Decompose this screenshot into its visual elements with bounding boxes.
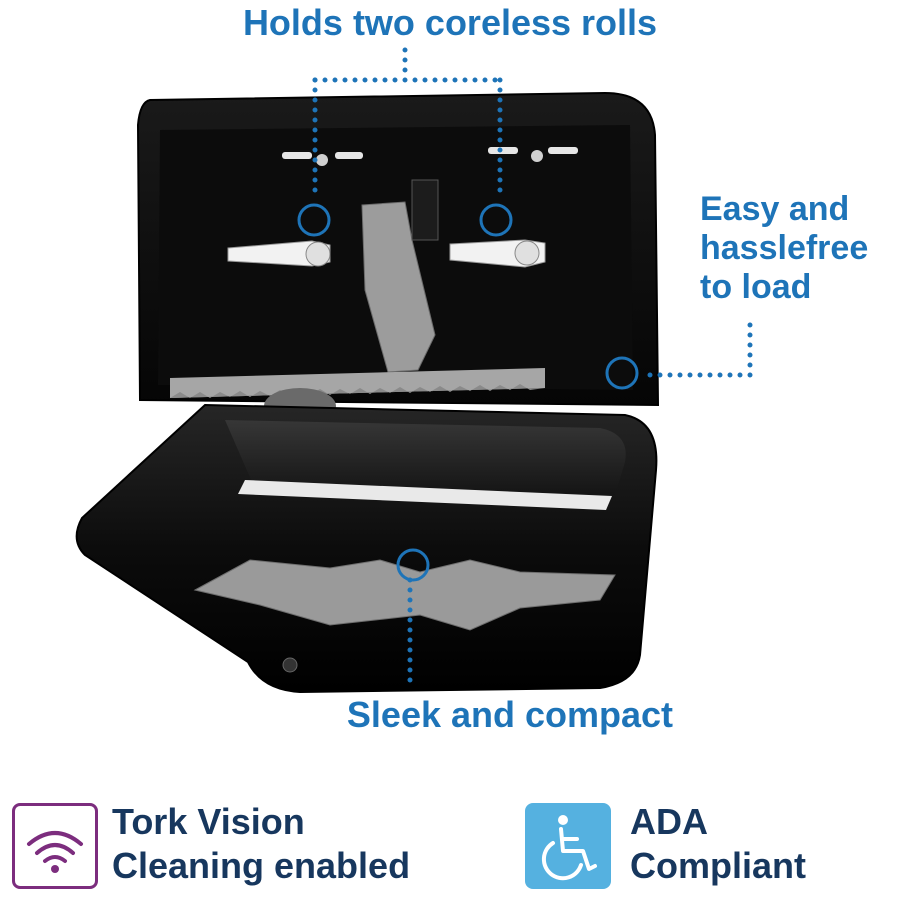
compact-marker	[396, 548, 430, 582]
callout-two-rolls: Holds two coreless rolls	[242, 2, 658, 43]
left-roll-marker	[297, 203, 331, 237]
callout-easy-load: Easy and hasslefree to load	[700, 190, 868, 307]
callout-markers	[312, 47, 753, 693]
dispenser-back-housing	[136, 91, 660, 424]
feature-ada-line-1: ADA	[630, 801, 708, 842]
wheelchair-accessibility-icon	[525, 803, 611, 889]
right-roll-marker	[479, 203, 513, 237]
feature-tork-vision: Tork Vision Cleaning enabled	[112, 800, 410, 888]
callout-easy-load-line-1: Easy and	[700, 190, 850, 228]
callout-easy-load-line-3: to load	[700, 268, 812, 307]
feature-tork-vision-line-1: Tork Vision	[112, 801, 305, 842]
feature-tork-vision-line-2: Cleaning enabled	[112, 844, 411, 886]
left-spindle	[227, 240, 331, 267]
dispenser-product-illustration	[75, 47, 753, 694]
feature-ada: ADA Compliant	[630, 800, 806, 888]
loading-marker	[605, 356, 639, 390]
right-spindle	[449, 239, 546, 268]
dispenser-front-cover	[75, 403, 658, 694]
callout-sleek-compact: Sleek and compact	[346, 694, 674, 735]
callout-easy-load-line-2: hasslefree	[700, 229, 869, 268]
feature-ada-line-2: Compliant	[630, 844, 806, 886]
wifi-signal-icon	[12, 803, 98, 889]
